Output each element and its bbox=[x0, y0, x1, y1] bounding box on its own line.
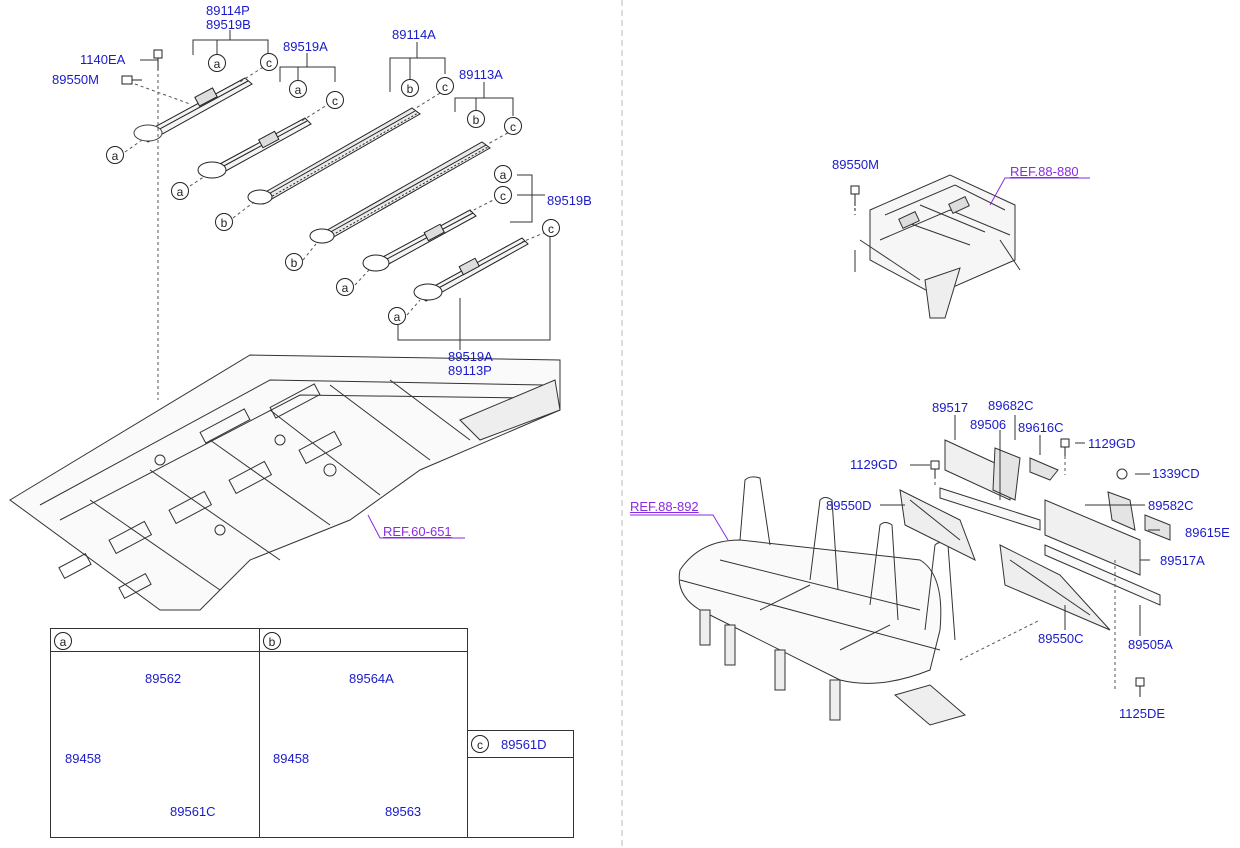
part-label-1129gd[interactable]: 1129GD bbox=[850, 457, 898, 472]
callout-c: c bbox=[504, 117, 522, 135]
part-label-89519b[interactable]: 89519B bbox=[547, 193, 592, 208]
part-label-89563[interactable]: 89563 bbox=[385, 804, 422, 819]
part-label-89550m[interactable]: 89550M bbox=[832, 157, 879, 172]
callout-a: a bbox=[289, 80, 307, 98]
detail-box-c-header bbox=[467, 730, 574, 758]
part-label-89616c[interactable]: 89616C bbox=[1018, 420, 1064, 435]
part-label-1140ea[interactable]: 1140EA bbox=[80, 52, 126, 67]
ref-link-88-892[interactable]: REF.88-892 bbox=[630, 499, 699, 514]
part-label-89562[interactable]: 89562 bbox=[145, 671, 182, 686]
callout-a: a bbox=[336, 278, 354, 296]
floor-pan bbox=[9, 354, 561, 611]
rail-89519a bbox=[197, 117, 312, 179]
ref-60-651-leader bbox=[367, 514, 465, 539]
part-label-89505a[interactable]: 89505A bbox=[1128, 637, 1173, 652]
part-label-89113p[interactable]: 89113P bbox=[448, 363, 492, 378]
detail-box-b bbox=[259, 628, 468, 838]
callout-c: c bbox=[494, 186, 512, 204]
rail-89114a bbox=[247, 107, 421, 205]
callout-c: c bbox=[436, 77, 454, 95]
part-label-89550d[interactable]: 89550D bbox=[826, 498, 872, 513]
leader-lines-rails bbox=[128, 30, 551, 350]
part-label-89615e[interactable]: 89615E bbox=[1185, 525, 1230, 540]
detail-box-header bbox=[50, 628, 468, 652]
part-label-89561d[interactable]: 89561D bbox=[501, 737, 547, 752]
ref-88-892-leader bbox=[630, 514, 729, 541]
ref-link-60-651[interactable]: REF.60-651 bbox=[383, 524, 452, 539]
callout-a: a bbox=[106, 146, 124, 164]
part-label-89582c[interactable]: 89582C bbox=[1148, 498, 1194, 513]
part-label-89561c[interactable]: 89561C bbox=[170, 804, 216, 819]
callout-a: a bbox=[494, 165, 512, 183]
callout-c: c bbox=[260, 53, 278, 71]
rail-89519a-lower bbox=[413, 237, 529, 302]
part-label-89517a[interactable]: 89517A bbox=[1160, 553, 1205, 568]
bolts bbox=[121, 49, 1145, 697]
rail-89519b bbox=[362, 209, 477, 272]
callout-b: b bbox=[467, 110, 485, 128]
rail-89114p bbox=[133, 77, 253, 143]
callout-b: b bbox=[285, 253, 303, 271]
detail-callout-c: c bbox=[471, 735, 489, 753]
detail-box-a bbox=[50, 628, 260, 838]
rail-89113a bbox=[309, 141, 491, 244]
part-label-89458[interactable]: 89458 bbox=[273, 751, 310, 766]
callout-a: a bbox=[171, 182, 189, 200]
part-label-89519b[interactable]: 89519B bbox=[206, 17, 251, 32]
callout-a: a bbox=[388, 307, 406, 325]
callout-b: b bbox=[215, 213, 233, 231]
part-label-89564a[interactable]: 89564A bbox=[349, 671, 394, 686]
seat-brackets bbox=[899, 439, 1171, 631]
part-label-89519a[interactable]: 89519A bbox=[283, 39, 328, 54]
part-label-89682c[interactable]: 89682C bbox=[988, 398, 1034, 413]
ref-link-88-880[interactable]: REF.88-880 bbox=[1010, 164, 1079, 179]
callout-b: b bbox=[401, 79, 419, 97]
ref-88-880-leader bbox=[989, 177, 1090, 206]
part-label-89113a[interactable]: 89113A bbox=[459, 67, 503, 82]
part-label-89506[interactable]: 89506 bbox=[970, 417, 1007, 432]
part-label-1125de[interactable]: 1125DE bbox=[1119, 706, 1166, 721]
detail-callout-a: a bbox=[54, 632, 72, 650]
seat-leaders bbox=[880, 415, 1160, 636]
part-label-1339cd[interactable]: 1339CD bbox=[1152, 466, 1200, 481]
part-label-89114p[interactable]: 89114P bbox=[206, 3, 250, 18]
part-label-89114a[interactable]: 89114A bbox=[392, 27, 436, 42]
part-label-1129gd[interactable]: 1129GD bbox=[1088, 436, 1136, 451]
part-label-89550c[interactable]: 89550C bbox=[1038, 631, 1084, 646]
part-label-89550m[interactable]: 89550M bbox=[52, 72, 99, 87]
part-label-89519a[interactable]: 89519A bbox=[448, 349, 493, 364]
part-label-89517[interactable]: 89517 bbox=[932, 400, 969, 415]
callout-c: c bbox=[326, 91, 344, 109]
seat-frame-upper bbox=[854, 174, 1021, 319]
callout-a: a bbox=[208, 54, 226, 72]
detail-callout-b: b bbox=[263, 632, 281, 650]
callout-c: c bbox=[542, 219, 560, 237]
part-label-89458[interactable]: 89458 bbox=[65, 751, 102, 766]
